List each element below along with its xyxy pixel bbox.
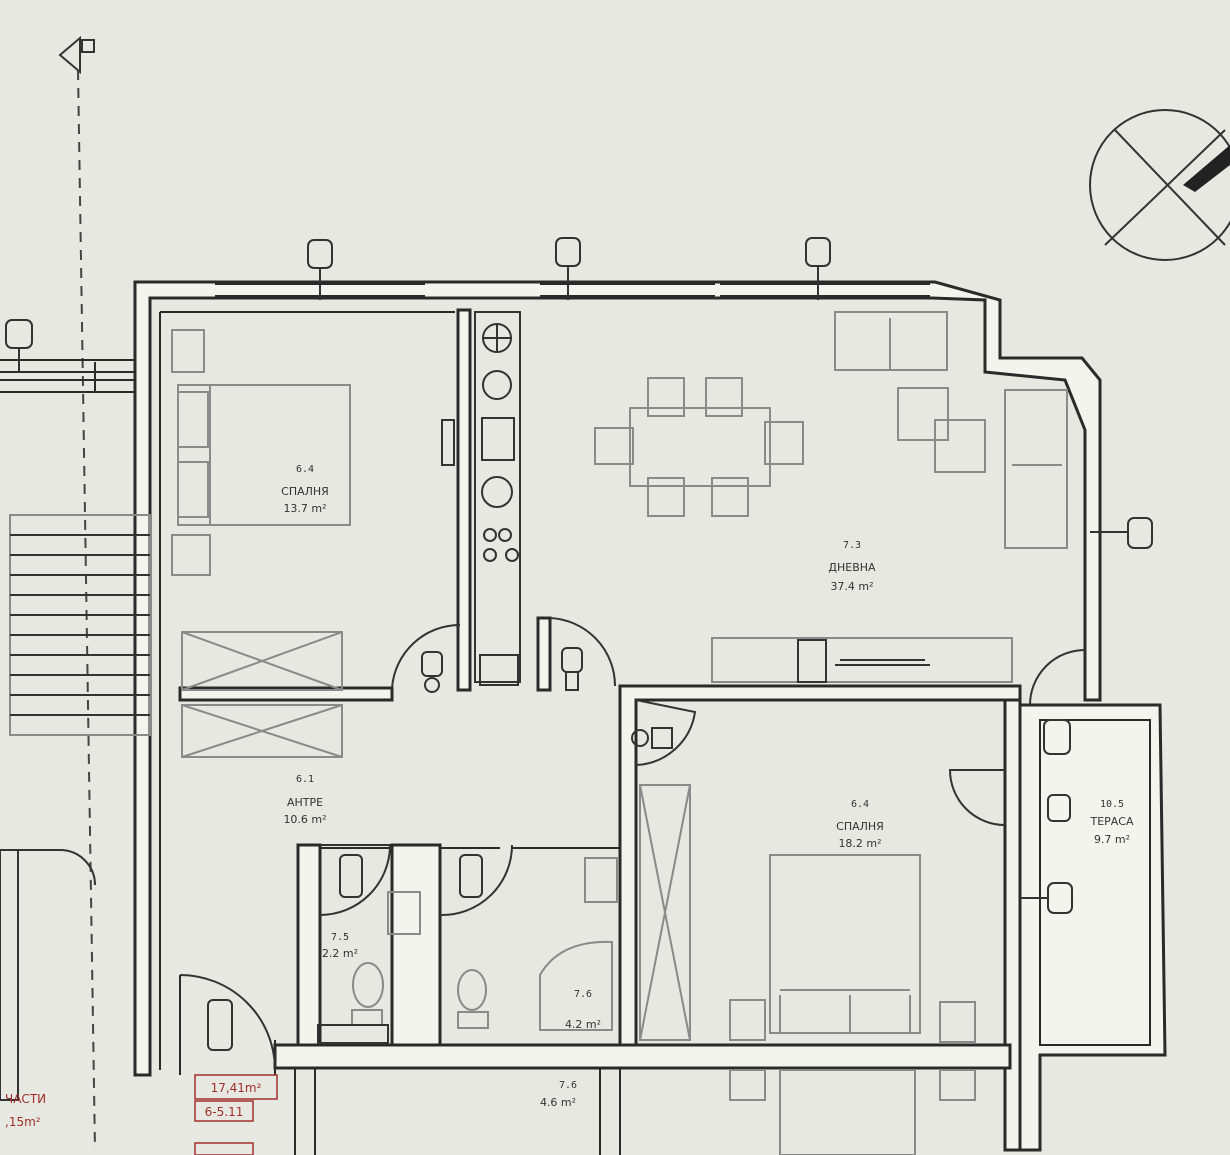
svg-text:6-5.11: 6-5.11 [205,1105,244,1119]
bedroom-1-furniture [171,329,455,758]
svg-text:ДНЕВНА: ДНЕВНА [828,561,876,574]
room-label-bath-1: 7.6 4.2 m² [565,989,601,1031]
window-markers [5,237,1153,1051]
common-parts-label: ЧАСТИ ,15m² 17,41m² 6-5.11 [5,1074,278,1155]
staircase [0,514,151,1101]
svg-text:4.2 m²: 4.2 m² [565,1018,601,1031]
interior-walls [178,308,1022,1155]
svg-text:СПАЛНЯ: СПАЛНЯ [281,485,329,498]
bathroom-fixtures [317,857,618,1044]
svg-text:18.2 m²: 18.2 m² [838,837,881,850]
svg-text:17,41m²: 17,41m² [211,1081,262,1095]
svg-text:6.4: 6.4 [296,464,314,475]
svg-text:6.1: 6.1 [296,774,314,785]
svg-text:6.4: 6.4 [851,799,869,810]
room-label-bedroom-2: 6.4 СПАЛНЯ 18.2 m² [836,799,884,850]
kitchen-counter [474,311,521,686]
svg-text:10.6 m²: 10.6 m² [283,813,326,826]
room-label-bath-2: 7.6 4.6 m² [540,1080,577,1109]
svg-text:37.4 m²: 37.4 m² [830,580,873,593]
svg-text:ЧАСТИ: ЧАСТИ [5,1092,46,1106]
bedroom-2-furniture [639,784,976,1155]
svg-text:2.2 m²: 2.2 m² [322,947,358,960]
room-label-hall: 6.1 АНТРЕ 10.6 m² [283,774,326,826]
living-room-furniture [594,311,1068,683]
svg-text:7.5: 7.5 [331,932,349,943]
north-arrow-icon [1089,109,1230,261]
svg-text:СПАЛНЯ: СПАЛНЯ [836,820,884,833]
room-label-bedroom-1: 6.4 СПАЛНЯ 13.7 m² [281,464,329,515]
svg-text:9.7 m²: 9.7 m² [1094,833,1130,846]
svg-text:7.6: 7.6 [559,1080,577,1091]
section-marker [58,35,96,1151]
svg-text:7.6: 7.6 [574,989,592,1000]
room-label-terrace: 10.5 ТЕРАСА 9.7 m² [1089,799,1134,846]
door-swings [0,617,1086,1069]
svg-text:АНТРЕ: АНТРЕ [287,796,323,809]
svg-text:10.5: 10.5 [1100,799,1124,810]
room-label-wc: 7.5 2.2 m² [322,932,358,960]
svg-text:,15m²: ,15m² [5,1115,41,1129]
svg-text:7.3: 7.3 [843,540,861,551]
svg-text:13.7 m²: 13.7 m² [283,502,326,515]
svg-text:ТЕРАСА: ТЕРАСА [1089,815,1134,828]
svg-text:4.6 m²: 4.6 m² [540,1096,576,1109]
room-label-living: 7.3 ДНЕВНА 37.4 m² [828,540,876,593]
